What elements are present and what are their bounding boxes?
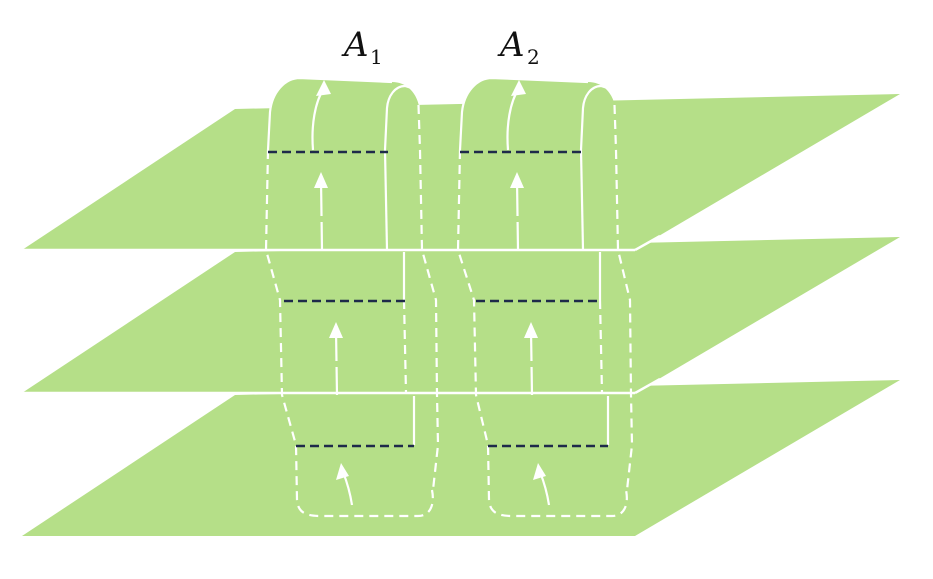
arrow-heads: [314, 80, 546, 480]
arrow-head-icon: [316, 80, 331, 96]
label-a1: A 1: [341, 25, 383, 69]
label-a1-sub: 1: [370, 45, 383, 69]
arrow-head-icon: [510, 172, 524, 188]
tube-a1: [264, 76, 440, 518]
tube-a2-back-wall: [612, 89, 634, 491]
label-a1-main: A: [341, 25, 369, 65]
arrow-head-icon: [336, 463, 349, 480]
tube-a1-left-wall: [264, 149, 434, 518]
tube-a1-front-seam-mid: [383, 149, 389, 251]
tube-a2-dashed-seam: [598, 299, 604, 394]
tube-a2-left-wall: [456, 149, 628, 518]
sheet-top: [22, 94, 900, 250]
label-a2-sub: 2: [527, 45, 540, 69]
sheet-middle: [22, 237, 900, 393]
arrow-head-icon: [314, 172, 328, 188]
arrow-head-icon: [511, 80, 526, 96]
label-a2: A 2: [497, 25, 540, 69]
arrow-head-icon: [524, 322, 538, 338]
cut-lines: [268, 150, 608, 448]
tube-a1-dashed-seam: [402, 299, 408, 394]
tube-a2-cap-outline: [458, 76, 589, 151]
arrow-head-icon: [329, 322, 343, 338]
tube-a1-back-wall: [416, 89, 440, 491]
tube-a1-cap-fill: [268, 78, 420, 250]
tube-a2-front-seam-top: [579, 84, 615, 151]
arrow-head-icon: [533, 463, 546, 480]
tube-a2-front-seam-mid: [579, 149, 585, 251]
label-a2-main: A: [497, 25, 525, 65]
tube-a1-cap-outline: [266, 76, 393, 151]
tube-a1-front-seam-top: [383, 84, 419, 151]
sheet-bottom: [22, 380, 900, 536]
tube-a2-cap-fill: [460, 78, 616, 250]
tube-a2: [456, 76, 634, 518]
